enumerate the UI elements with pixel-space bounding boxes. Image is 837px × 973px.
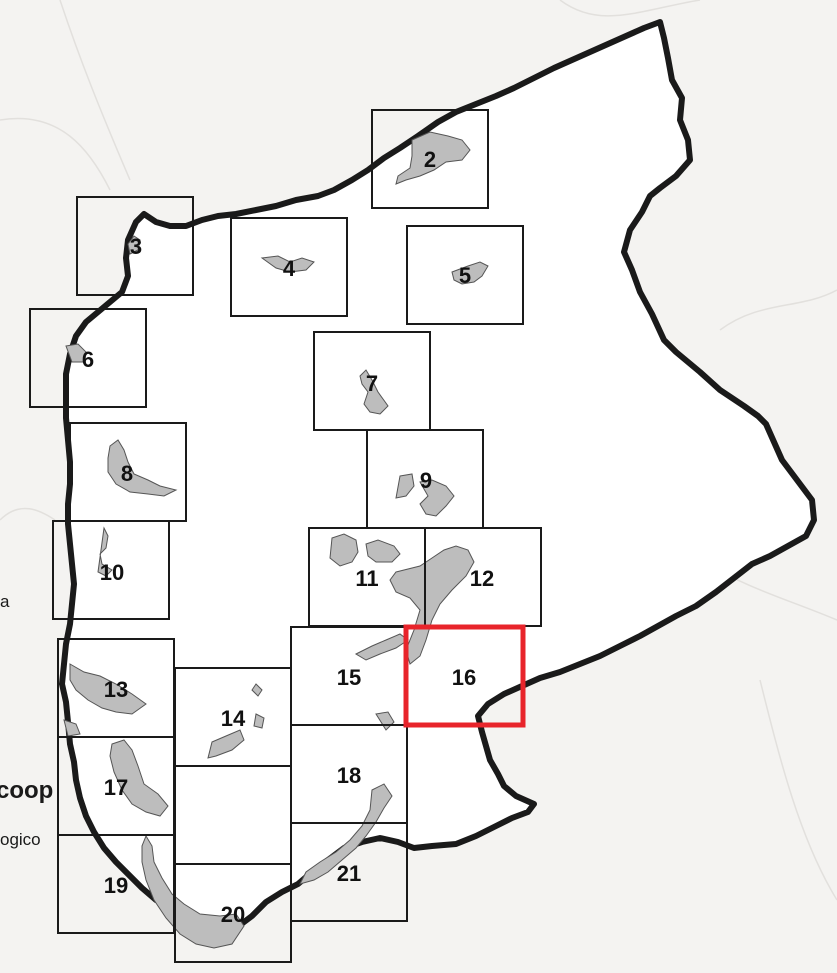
tile-label: 3	[130, 234, 142, 259]
tile-label: 13	[104, 677, 128, 702]
tile-label: 11	[355, 566, 378, 591]
tile-label: 9	[420, 468, 432, 493]
tile-label: 19	[104, 873, 128, 898]
tile-label: 8	[121, 461, 133, 486]
background-text-fragment: a	[0, 592, 10, 611]
tile-label: 16	[452, 665, 476, 690]
tile-label: 14	[221, 706, 246, 731]
tile-21[interactable]	[290, 822, 408, 922]
settlement-areas	[63, 131, 489, 949]
tile-labels: 2 3 4 5 6 7 8 9 10 11 12 13 14 15 16 17 …	[82, 147, 494, 927]
tile-label: 5	[459, 263, 471, 288]
tile-label: 12	[470, 566, 494, 591]
background-text-fragment: coop	[0, 777, 54, 804]
background-region-lines	[0, 0, 837, 901]
tile-label: 4	[283, 256, 296, 281]
tile-label: 10	[100, 560, 124, 585]
tile-5[interactable]	[406, 225, 524, 325]
tile-grid	[29, 109, 542, 963]
tile-10[interactable]	[52, 520, 170, 620]
tile-label: 6	[82, 347, 94, 372]
tile-label: 15	[337, 665, 361, 690]
tile-label: 20	[221, 902, 245, 927]
tile-4[interactable]	[230, 217, 348, 317]
tile-label: 17	[104, 775, 128, 800]
tile-label: 18	[337, 763, 361, 788]
tile-16-highlighted[interactable]	[403, 624, 526, 728]
tile-label: 21	[337, 861, 361, 886]
tile-label: 2	[424, 147, 436, 172]
tile-label: 7	[366, 371, 378, 396]
tile-2[interactable]	[371, 109, 489, 209]
background-text-fragment: ogico	[0, 830, 41, 849]
tile-3[interactable]	[76, 196, 194, 296]
tile-6[interactable]	[29, 308, 147, 408]
